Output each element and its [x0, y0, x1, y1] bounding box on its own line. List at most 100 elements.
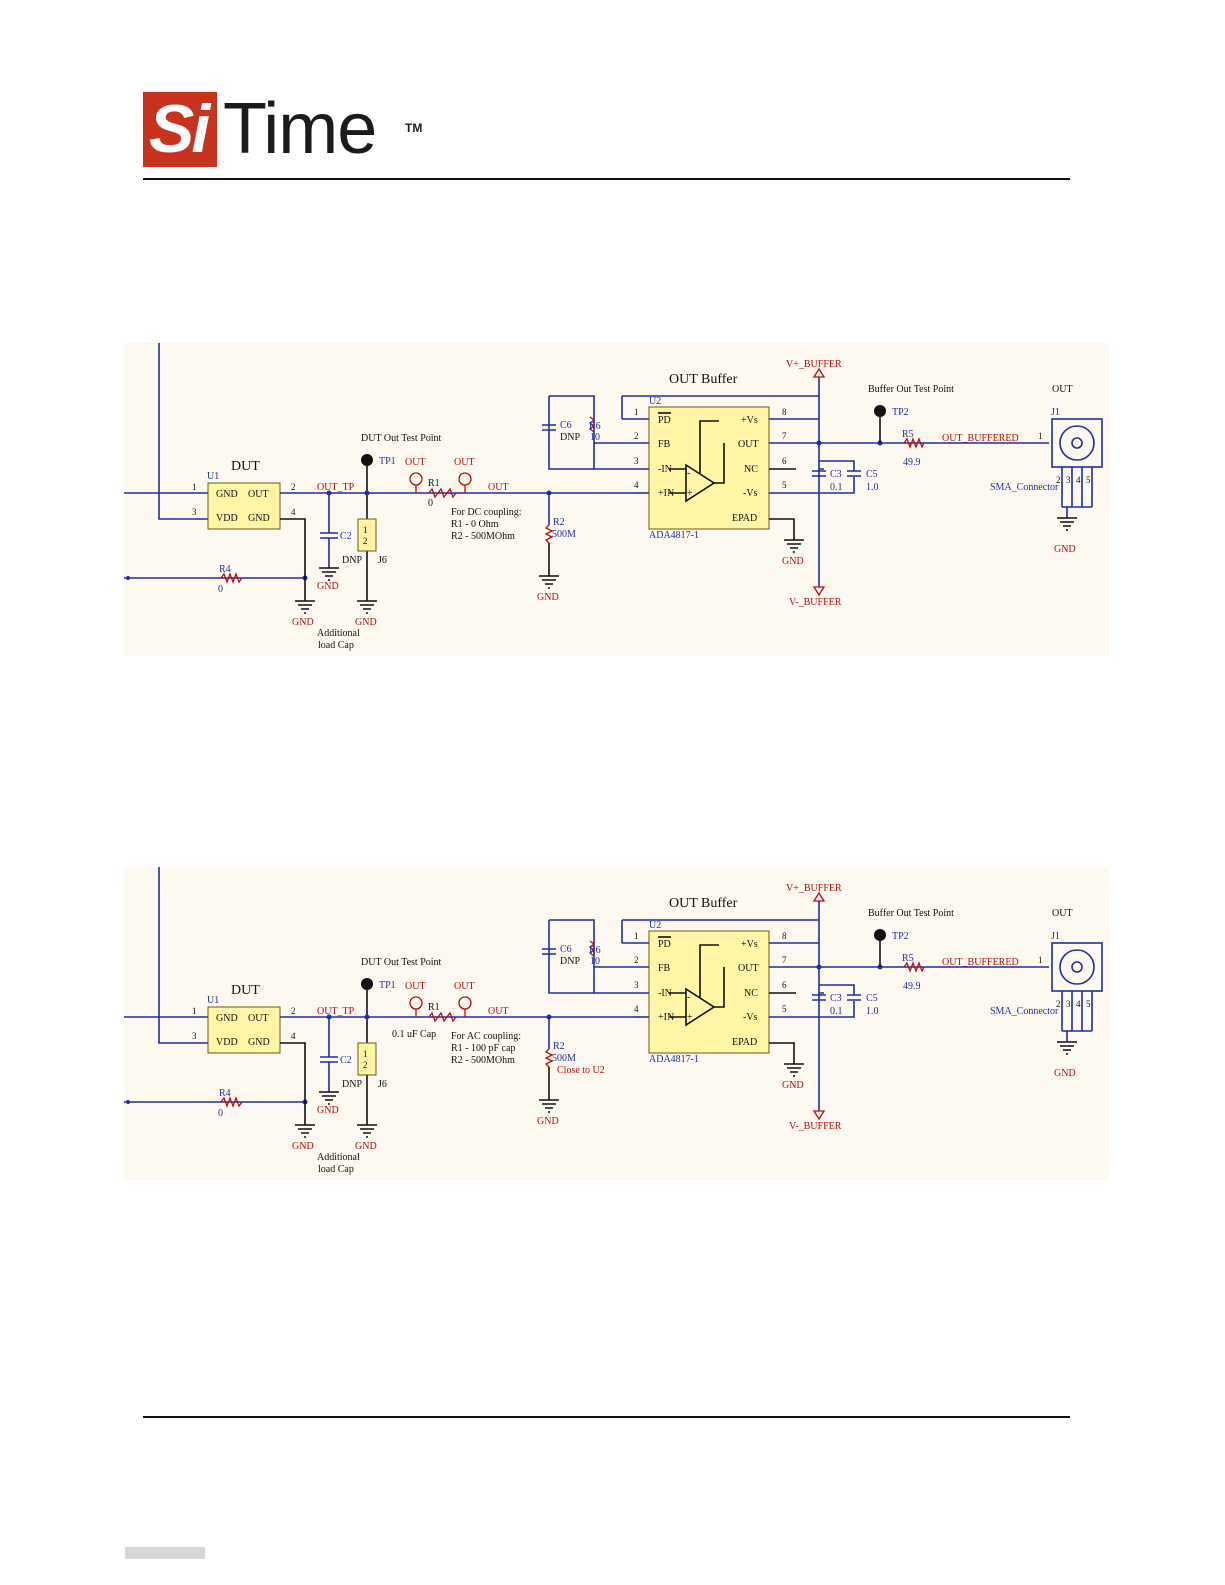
j1-ref: J1 — [1051, 931, 1060, 942]
c6-ref: C6 — [560, 420, 572, 431]
u2-pin-pd: PD — [658, 415, 671, 426]
junction-dot — [126, 576, 130, 580]
c6-ref: C6 — [560, 944, 572, 955]
tp2-caption: Buffer Out Test Point — [868, 908, 954, 919]
vdd-feed-wire — [158, 867, 208, 1044]
r2-value: 500M — [552, 529, 576, 540]
j6-pin-1: 1 — [363, 1049, 368, 1059]
u2-pin-epad: EPAD — [732, 513, 757, 524]
r4-resistor — [220, 572, 243, 584]
c6-dnp: DNP — [560, 956, 580, 967]
c3-capacitor — [812, 470, 826, 477]
c5-capacitor — [847, 994, 861, 1001]
svg-text:GND: GND — [782, 556, 804, 567]
u2-pin-num-3: 3 — [634, 456, 639, 466]
header-rule — [143, 178, 1070, 180]
j1-gnd-pins — [1061, 991, 1093, 1042]
r1-value: 0 — [428, 498, 433, 509]
coupling-note-3: R2 - 500MOhm — [451, 1055, 515, 1066]
dut-title: DUT — [231, 983, 260, 998]
decoupling-wires — [819, 984, 855, 1018]
u1-pin-3: 3 — [192, 1031, 197, 1041]
vminus-arrow — [812, 1110, 826, 1121]
buffer-title: OUT Buffer — [669, 896, 738, 911]
u2-pin-num-3: 3 — [634, 980, 639, 990]
r5-ref: R5 — [902, 953, 914, 964]
u1-pin-out: OUT — [248, 489, 269, 500]
j6-pin-2: 2 — [363, 1060, 368, 1070]
gnd-j1: GND — [1054, 517, 1077, 555]
u2-pd-wire — [621, 919, 819, 944]
gnd-j6: GND — [355, 1124, 377, 1152]
opamp-plus: + — [687, 488, 693, 499]
u1-pin-4: 4 — [291, 507, 296, 517]
r2-resistor — [544, 524, 554, 544]
u1-pin-out: OUT — [248, 1013, 269, 1024]
u2-pin-vsn: -Vs — [743, 488, 758, 499]
r1-ref: R1 — [428, 1002, 440, 1013]
logo-time-text: Time — [223, 89, 377, 169]
c3-capacitor — [812, 994, 826, 1001]
j1-ring — [1059, 949, 1095, 985]
u1-pin-gnd2: GND — [248, 1037, 270, 1048]
c3-ref: C3 — [830, 993, 842, 1004]
u1-gnd-wire — [280, 518, 306, 601]
out-flag-1: OUT — [405, 981, 426, 992]
u1-pin-2: 2 — [291, 1006, 296, 1016]
vminus-label: V-_BUFFER — [789, 1121, 842, 1132]
r6-ref: R6 — [589, 421, 601, 432]
coupling-note-3: R2 - 500MOhm — [451, 531, 515, 542]
junction-dot — [816, 440, 822, 446]
load-cap-note-2: load Cap — [318, 1164, 354, 1175]
u2-feedback-wire — [549, 395, 649, 470]
vdd-feed-wire — [158, 343, 208, 520]
svg-text:GND: GND — [1054, 1068, 1076, 1079]
c5-ref: C5 — [866, 469, 878, 480]
c6-capacitor — [542, 948, 556, 955]
tp1-caption: DUT Out Test Point — [361, 957, 442, 968]
j6-pin-2: 2 — [363, 536, 368, 546]
tp2-ref: TP2 — [892, 407, 909, 418]
schematic-svg: R4 0 DUT U1 GND OUT VDD GND 1 3 2 4 OUT_… — [124, 867, 1103, 1175]
c2-capacitor — [320, 532, 338, 539]
svg-text:GND: GND — [317, 1105, 339, 1116]
coupling-note-1: For DC coupling: — [451, 507, 522, 518]
u2-pin-fb: FB — [658, 439, 671, 450]
coupling-note-2: R1 - 100 pF cap — [451, 1043, 515, 1054]
c3-value: 0.1 — [830, 1006, 843, 1017]
c5-value: 1.0 — [866, 482, 879, 493]
u2-pin-num-5: 5 — [782, 480, 787, 490]
r4-resistor — [220, 1096, 243, 1108]
vplus-label: V+_BUFFER — [786, 883, 842, 894]
tp1-testpoint — [361, 978, 373, 990]
u2-pin-fb: FB — [658, 963, 671, 974]
u2-feedback-wire — [549, 919, 649, 994]
u2-feedback-return — [548, 396, 594, 470]
j1-pin-2: 2 — [1056, 475, 1061, 485]
r6-resistor — [588, 416, 596, 433]
j1-pin-2: 2 — [1056, 999, 1061, 1009]
u1-gnd-wire — [280, 1042, 306, 1125]
coupling-note-2: R1 - 0 Ohm — [451, 519, 499, 530]
net-out-tp: OUT_TP — [317, 482, 355, 493]
gnd-u1: GND — [292, 600, 315, 628]
u1-chip — [207, 482, 281, 530]
j1-pin-1: 1 — [1038, 955, 1043, 965]
svg-text:GND: GND — [317, 581, 339, 592]
load-cap-note-2: load Cap — [318, 640, 354, 651]
j1-ring — [1059, 425, 1095, 461]
j1-title: OUT — [1052, 384, 1073, 395]
c2-ref: C2 — [340, 1055, 352, 1066]
u2-pin-num-1: 1 — [634, 931, 639, 941]
u2-pin-vsp: +Vs — [741, 939, 758, 950]
u1-ref: U1 — [207, 995, 219, 1006]
c5-capacitor — [847, 470, 861, 477]
junction-dot — [326, 490, 332, 496]
u2-pin-inn: -IN — [658, 464, 672, 475]
out-flag-1: OUT — [405, 457, 426, 468]
logo-red-box — [143, 92, 217, 167]
svg-text:GND: GND — [292, 1141, 314, 1152]
u2-chip — [648, 406, 770, 530]
r1-cap-note: 0.1 uF Cap — [392, 1029, 436, 1040]
schematic-svg: R4 0 DUT U1 GND OUT VDD GND 1 3 2 4 OUT_… — [124, 343, 1103, 651]
